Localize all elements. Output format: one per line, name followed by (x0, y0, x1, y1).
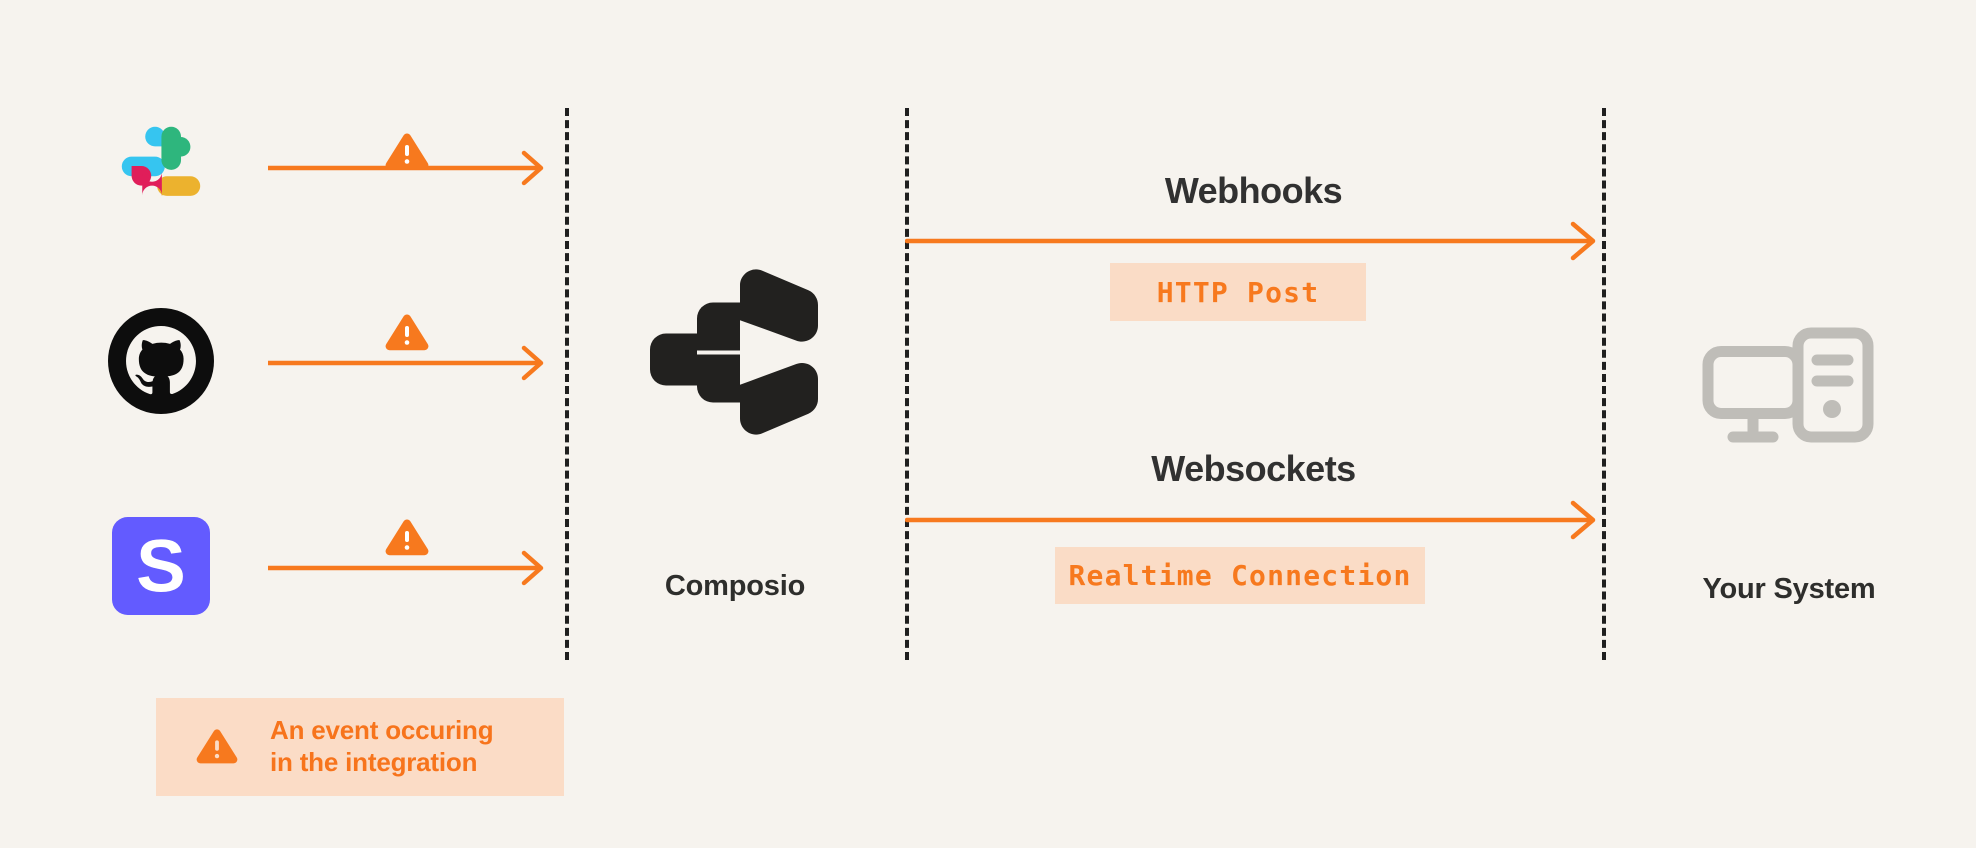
legend-event-badge: An event occuring in the integration (156, 698, 564, 796)
warning-triangle-icon-github (385, 313, 429, 353)
legend-text-line2: in the integration (270, 747, 478, 777)
integration-logo-stripe: S (105, 510, 217, 622)
warning-triangle-icon-legend (196, 728, 238, 766)
lane-divider-integrations (565, 108, 569, 660)
warning-triangle-icon-stripe (385, 518, 429, 558)
svg-text:S: S (136, 525, 186, 608)
channel-webhooks-arrow (905, 219, 1602, 263)
chip-realtime-connection: Realtime Connection (1055, 547, 1425, 604)
lane-divider-your-system (1602, 108, 1606, 660)
channel-websockets-title: Websockets (1151, 448, 1356, 489)
integration-logo-github (105, 305, 217, 417)
event-arrow-github (268, 343, 548, 383)
channel-webhooks-title: Webhooks (1164, 170, 1343, 211)
desktop-computer-icon (1702, 327, 1874, 457)
legend-text: An event occuring in the integration (270, 715, 494, 778)
chip-http-post: HTTP Post (1110, 263, 1366, 321)
channel-websockets-arrow (905, 498, 1602, 542)
composio-label: Composio (664, 570, 806, 602)
your-system-label: Your System (1702, 573, 1876, 605)
event-arrow-stripe (268, 548, 548, 588)
composio-logo-icon (650, 265, 820, 440)
warning-triangle-icon-slack (385, 132, 429, 172)
lane-divider-composio (905, 108, 909, 660)
legend-text-line1: An event occuring (270, 715, 494, 746)
integration-logo-slack (105, 110, 217, 222)
